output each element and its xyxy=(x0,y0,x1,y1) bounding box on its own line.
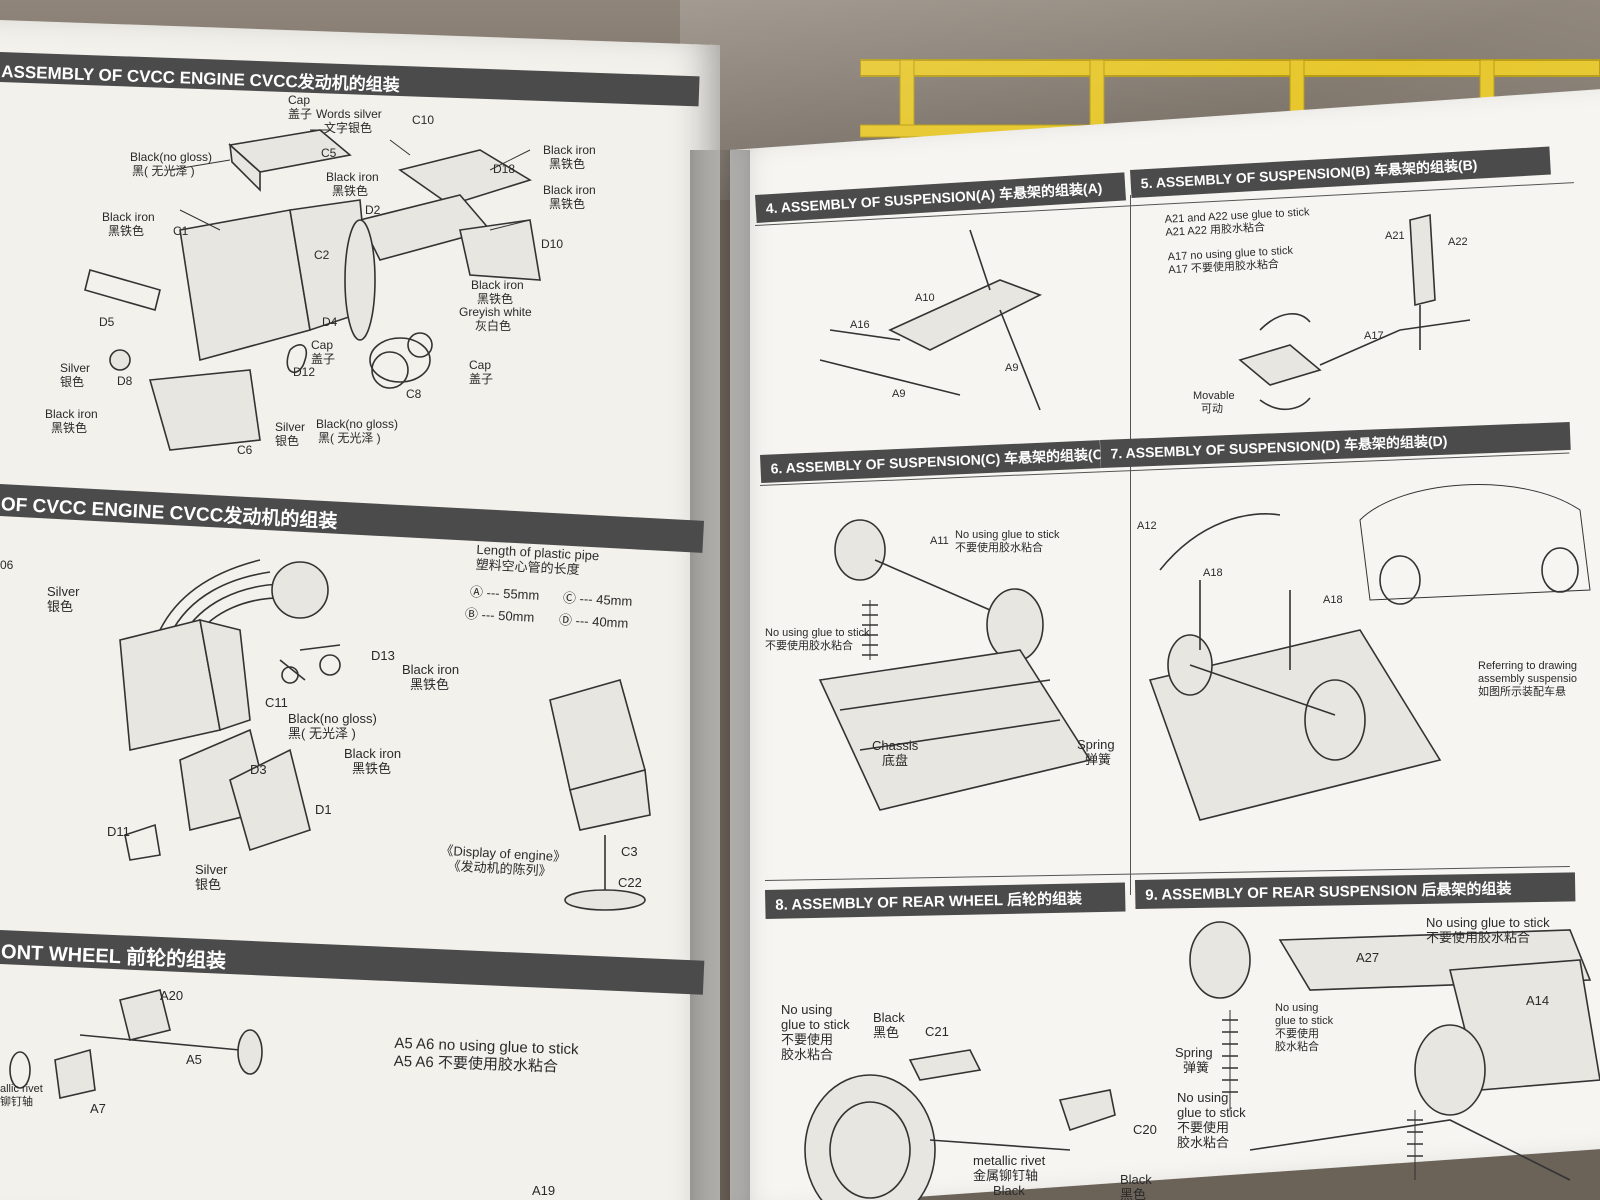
a21-label: A21 xyxy=(1385,230,1405,242)
suspension-d-drawing xyxy=(1148,484,1591,821)
a27-label: A27 xyxy=(1356,950,1380,965)
a16-label: A16 xyxy=(850,319,870,331)
a14-label: A14 xyxy=(1526,993,1550,1008)
a12-label: A12 xyxy=(1137,520,1157,532)
a18-label-1: A18 xyxy=(1203,567,1223,579)
d1-label: D1 xyxy=(315,802,332,817)
black-no-gloss-label: Black(no gloss)黑( 无光泽 ) xyxy=(130,150,213,178)
d2-label: D2 xyxy=(365,203,381,217)
a20-label: A20 xyxy=(160,988,184,1003)
d5-label: D5 xyxy=(99,315,115,329)
d4-label: D4 xyxy=(322,315,338,329)
a19-label: A19 xyxy=(532,1183,556,1198)
c1-label: C1 xyxy=(173,224,189,238)
c8-label: C8 xyxy=(406,387,422,401)
d18-label: D18 xyxy=(493,162,516,176)
d3-label: D3 xyxy=(250,762,267,777)
c11-label: C11 xyxy=(265,695,288,710)
a22-label: A22 xyxy=(1448,236,1468,248)
a17-label: A17 xyxy=(1364,330,1384,342)
c6-label: C6 xyxy=(237,443,253,457)
black-no-gloss-label-2: Black(no gloss)黑( 无光泽 ) xyxy=(316,417,399,445)
a10-label: A10 xyxy=(915,292,935,304)
suspension-c-drawing xyxy=(818,519,1092,811)
d8-label: D8 xyxy=(117,374,133,388)
c20-label: C20 xyxy=(1133,1122,1157,1137)
a18-label-2: A18 xyxy=(1323,594,1343,606)
rear-wheel-drawing xyxy=(804,1049,1116,1200)
d6-label: 06 xyxy=(0,558,14,572)
a7-label: A7 xyxy=(90,1101,106,1116)
a9-label-2: A9 xyxy=(892,388,906,400)
a5-label: A5 xyxy=(186,1052,202,1067)
a11-label: A11 xyxy=(930,535,949,547)
c5-label: C5 xyxy=(321,146,337,160)
rear-suspension-drawing xyxy=(1189,921,1600,1181)
c2-label: C2 xyxy=(314,248,330,262)
suspension-b-drawing xyxy=(1238,213,1471,410)
d13-label: D13 xyxy=(371,648,395,663)
suspension-a-drawing xyxy=(819,229,1042,411)
divider-vertical xyxy=(1130,195,1131,895)
front-wheel-drawing xyxy=(9,989,263,1099)
c21-label: C21 xyxy=(925,1024,949,1039)
black-no-gloss-label-3: Black(no gloss)黑( 无光泽 ) xyxy=(288,711,377,741)
book-spine xyxy=(690,150,750,1200)
d10-label: D10 xyxy=(541,237,564,251)
c3-label: C3 xyxy=(621,844,638,859)
engine-exploded-drawing xyxy=(84,129,541,451)
c22-label: C22 xyxy=(618,875,642,890)
a9-label-1: A9 xyxy=(1005,362,1019,374)
engine-display-drawing xyxy=(119,559,651,911)
c10-label: C10 xyxy=(412,113,435,127)
d12-label: D12 xyxy=(293,365,316,379)
d11-label: D11 xyxy=(107,824,130,839)
